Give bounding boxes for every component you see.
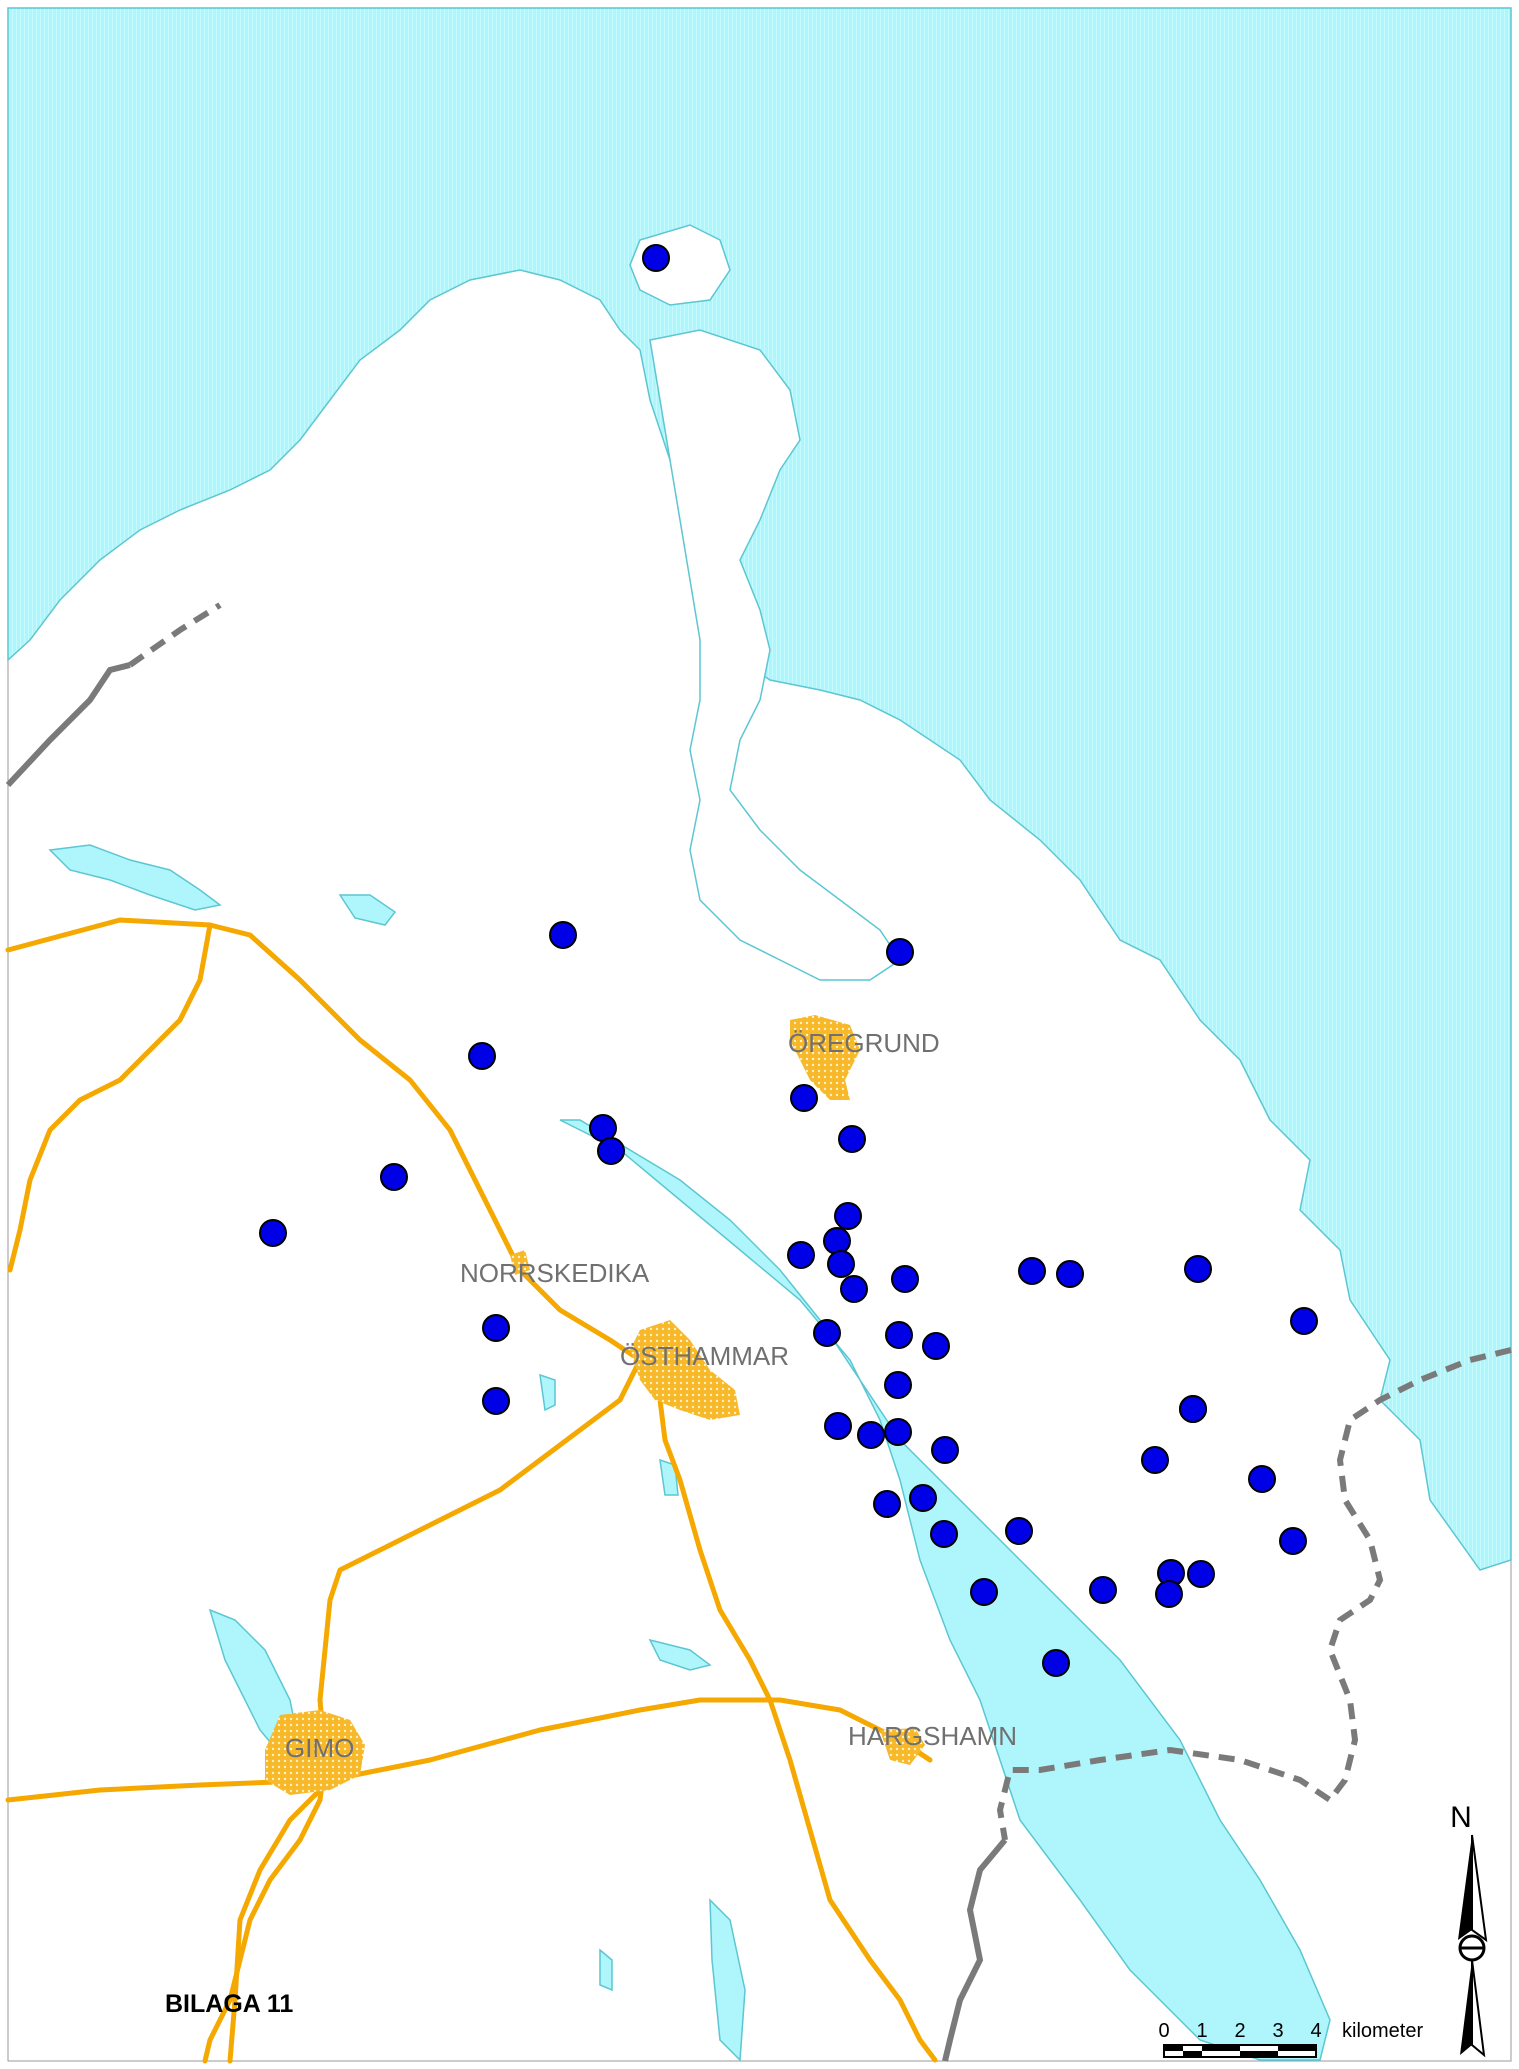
scale-unit-label: kilometer (1342, 2020, 1423, 2042)
sample-point (1184, 1255, 1212, 1283)
sample-point (857, 1421, 885, 1449)
scale-tick-label: 0 (1158, 2020, 1169, 2042)
sheet-label: BILAGA 11 (165, 1990, 293, 2018)
sample-point (886, 938, 914, 966)
municipal-border (996, 1347, 1512, 1841)
municipal-border (128, 602, 222, 668)
lake (48, 844, 222, 911)
road (202, 1357, 643, 2064)
sample-point (597, 1137, 625, 1165)
scale-tick-label: 3 (1272, 2020, 1283, 2042)
sample-point (1279, 1527, 1307, 1555)
road (227, 1777, 333, 2064)
sample-point (824, 1412, 852, 1440)
sample-point (840, 1275, 868, 1303)
sample-point (1179, 1395, 1207, 1423)
lake (648, 1638, 712, 1671)
sample-point (642, 244, 670, 272)
town-label-osthammar: ÖSTHAMMAR (620, 1341, 789, 1371)
town-label-norrskedika: NORRSKEDIKA (460, 1258, 650, 1288)
north-arrow-icon: N (1450, 1801, 1488, 2058)
sample-point (891, 1265, 919, 1293)
town-label-hargshamn: HARGSHAMN (848, 1721, 1017, 1751)
sample-point (873, 1490, 901, 1518)
sample-point (1290, 1307, 1318, 1335)
sample-point (909, 1484, 937, 1512)
peninsula-main (649, 329, 902, 981)
sample-point (549, 921, 577, 949)
sample-points (259, 244, 1318, 1677)
road (5, 1697, 933, 1803)
road (7, 922, 213, 1273)
lake (338, 894, 397, 926)
sample-point (885, 1321, 913, 1349)
sample-point (1089, 1576, 1117, 1604)
sample-point (834, 1202, 862, 1230)
sample-point (482, 1387, 510, 1415)
sample-point (838, 1125, 866, 1153)
town-label-oregrund: ÖREGRUND (788, 1028, 940, 1058)
lake (539, 1373, 556, 1412)
sample-point (482, 1314, 510, 1342)
sample-point (468, 1042, 496, 1070)
urban-area-oregrund (790, 1015, 860, 1100)
scale-tick-label: 4 (1310, 2020, 1321, 2042)
urban-area-hargshamn (880, 1728, 925, 1765)
lake (599, 1948, 613, 1992)
sample-point (1248, 1465, 1276, 1493)
scale-bar: 0 1 2 3 4 kilometer (1158, 2020, 1423, 2058)
urban-area-norrskedika (510, 1250, 530, 1275)
bay-channel (559, 1119, 1331, 2061)
sample-point (787, 1241, 815, 1269)
sample-point (1018, 1257, 1046, 1285)
sample-point (1005, 1517, 1033, 1545)
municipal-border (942, 1838, 1008, 2062)
sample-point (1056, 1260, 1084, 1288)
sample-point (970, 1578, 998, 1606)
sample-point (931, 1436, 959, 1464)
sample-point (1187, 1560, 1215, 1588)
urban-area-osthammar (630, 1320, 740, 1420)
sample-point (790, 1084, 818, 1112)
sample-point (884, 1418, 912, 1446)
north-label: N (1450, 1801, 1472, 1834)
sample-point (922, 1332, 950, 1360)
urban-area-gimo (265, 1710, 365, 1795)
sample-point (1141, 1446, 1169, 1474)
sample-point (380, 1163, 408, 1191)
sample-point (1155, 1580, 1183, 1608)
sample-point (827, 1250, 855, 1278)
municipal-border (5, 662, 131, 788)
sample-point (813, 1319, 841, 1347)
sample-point (930, 1520, 958, 1548)
sample-point (823, 1227, 851, 1255)
sample-point (884, 1371, 912, 1399)
lake (709, 1898, 746, 2062)
scale-tick-label: 2 (1234, 2020, 1245, 2042)
town-label-gimo: GIMO (285, 1733, 354, 1763)
scale-tick-label: 1 (1196, 2020, 1207, 2042)
sample-point (259, 1219, 287, 1247)
sample-point (1042, 1649, 1070, 1677)
